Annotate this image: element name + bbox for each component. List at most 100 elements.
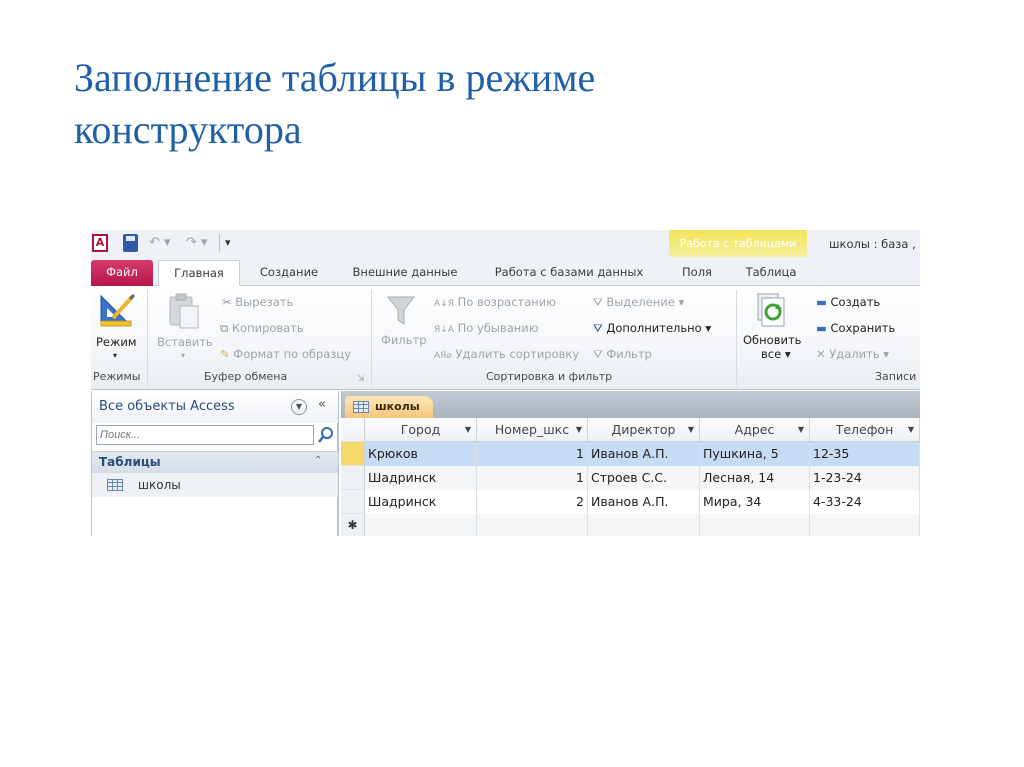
cell-nomer-shk[interactable]: 1	[477, 466, 588, 490]
copy-button[interactable]: ⧉ Копировать	[220, 320, 304, 336]
filter-button[interactable]: Фильтр	[381, 333, 427, 347]
nav-search-input[interactable]	[96, 425, 314, 445]
cell-adres[interactable]: Мира, 34	[700, 490, 810, 514]
table-row[interactable]: Шадринск 1 Строев С.С. Лесная, 14 1-23-2…	[341, 466, 920, 490]
nav-pane-collapse-icon[interactable]: «	[318, 397, 326, 412]
cell-adres-new[interactable]	[700, 514, 810, 536]
delete-x-icon: ✕	[816, 347, 826, 361]
cell-gorod[interactable]: Крюков	[365, 442, 477, 466]
column-header-direktor[interactable]: Директор ▼	[588, 418, 700, 442]
record-selector-current[interactable]	[341, 442, 365, 466]
cell-nomer-shk[interactable]: 2	[477, 490, 588, 514]
cell-nomer-shk-new[interactable]	[477, 514, 588, 536]
column-header-label: Директор	[611, 422, 676, 437]
mode-button[interactable]: Режим	[96, 335, 137, 349]
sort-descending-button[interactable]: Я↓А По убыванию	[434, 320, 538, 338]
document-tab-shkoly[interactable]: школы	[345, 396, 433, 418]
tab-external-data[interactable]: Внешние данные	[352, 265, 458, 279]
selection-filter-icon: ⛛	[593, 295, 603, 309]
remove-sort-button[interactable]: АЯ⌀ Удалить сортировку	[434, 346, 579, 364]
undo-icon[interactable]: ↶ ▾	[149, 235, 171, 250]
nav-pane-title[interactable]: Все объекты Access	[99, 399, 235, 414]
advanced-filter-button[interactable]: ⛛ Дополнительно ▾	[593, 320, 711, 336]
redo-icon[interactable]: ↷ ▾	[186, 235, 208, 250]
tab-create[interactable]: Создание	[259, 265, 319, 279]
selection-filter-button[interactable]: ⛛ Выделение ▾	[593, 294, 684, 310]
cell-gorod-new[interactable]	[365, 514, 477, 536]
cell-adres[interactable]: Пушкина, 5	[700, 442, 810, 466]
record-selector[interactable]	[341, 490, 365, 514]
refresh-all-dropdown[interactable]: все ▾	[761, 347, 791, 361]
new-record-marker-icon[interactable]: ✱	[341, 514, 365, 536]
paste-button[interactable]: Вставить	[157, 335, 213, 349]
nav-pane-dropdown-icon[interactable]: ▼	[291, 399, 307, 415]
table-row[interactable]: Шадринск 2 Иванов А.П. Мира, 34 4-33-24	[341, 490, 920, 514]
column-header-nomer-shk[interactable]: Номер_шкс▼	[477, 418, 588, 442]
column-dropdown-icon[interactable]: ▼	[797, 425, 804, 434]
refresh-all-button[interactable]: Обновить	[743, 333, 802, 347]
sort-ascending-icon: А↓Я	[434, 299, 454, 309]
cell-telefon[interactable]: 4-33-24	[810, 490, 920, 514]
tab-table[interactable]: Таблица	[745, 265, 797, 279]
column-header-adres[interactable]: Адрес▼	[700, 418, 810, 442]
new-record-row[interactable]: ✱	[341, 514, 920, 536]
save-icon[interactable]	[123, 234, 138, 252]
ribbon-tabs: Файл Главная Создание Внешние данные Раб…	[91, 257, 920, 287]
column-header-gorod[interactable]: Город ▼	[365, 418, 477, 442]
access-app-icon[interactable]: A	[92, 234, 108, 252]
search-icon[interactable]	[318, 426, 334, 444]
tab-fields[interactable]: Поля	[682, 265, 712, 279]
cell-direktor[interactable]: Иванов А.П.	[588, 442, 700, 466]
column-header-telefon[interactable]: Телефон ▼	[810, 418, 920, 442]
cell-nomer-shk[interactable]: 1	[477, 442, 588, 466]
nav-group-label: Таблицы	[99, 455, 161, 469]
copy-label: Копировать	[231, 321, 304, 335]
document-tab-label: школы	[375, 400, 420, 413]
table-row[interactable]: Крюков 1 Иванов А.П. Пушкина, 5 12-35	[341, 442, 920, 466]
table-icon	[107, 479, 123, 491]
cell-telefon[interactable]: 12-35	[810, 442, 920, 466]
cell-direktor[interactable]: Строев С.С.	[588, 466, 700, 490]
column-dropdown-icon[interactable]: ▼	[575, 425, 582, 434]
toggle-filter-button[interactable]: ⛛ Фильтр	[593, 346, 652, 362]
nav-item-table-shkoly[interactable]: школы	[92, 473, 338, 497]
paste-dropdown-arrow[interactable]: ▾	[181, 351, 186, 360]
column-header-label: Телефон	[835, 422, 894, 437]
sort-ascending-button[interactable]: А↓Я По возрастанию	[434, 294, 556, 312]
table-icon	[353, 401, 369, 413]
column-dropdown-icon[interactable]: ▼	[464, 425, 471, 434]
nav-group-tables[interactable]: Таблицы ⌃	[92, 451, 338, 473]
record-selector[interactable]	[341, 466, 365, 490]
cut-button[interactable]: ✂ Вырезать	[222, 294, 293, 310]
slide-title-line-1: Заполнение таблицы в режиме	[74, 55, 596, 100]
cell-telefon-new[interactable]	[810, 514, 920, 536]
cell-gorod[interactable]: Шадринск	[365, 490, 477, 514]
contextual-tab-group-label: Работа с таблицами	[679, 237, 797, 250]
cell-direktor-new[interactable]	[588, 514, 700, 536]
select-all-corner[interactable]	[341, 418, 365, 442]
format-painter-label: Формат по образцу	[233, 347, 352, 361]
cell-telefon[interactable]: 1-23-24	[810, 466, 920, 490]
save-record-button[interactable]: ▬ Сохранить	[816, 320, 895, 336]
tab-file[interactable]: Файл	[91, 260, 153, 286]
column-dropdown-icon[interactable]: ▼	[687, 425, 694, 434]
toggle-filter-icon: ⛛	[593, 347, 603, 361]
window-title: школы : база ,	[829, 237, 916, 251]
refresh-all-icon	[757, 293, 785, 327]
cell-adres[interactable]: Лесная, 14	[700, 466, 810, 490]
group-separator	[736, 290, 737, 386]
clipboard-dialog-launcher[interactable]: ⇲	[357, 374, 365, 384]
customize-qat-icon[interactable]: ▾	[225, 236, 231, 249]
format-painter-button[interactable]: ✎ Формат по образцу	[220, 346, 351, 362]
delete-record-button[interactable]: ✕ Удалить ▾	[816, 346, 889, 362]
slide-title: Заполнение таблицы в режиме конструктора	[74, 52, 774, 156]
tab-home[interactable]: Главная	[158, 260, 240, 287]
mode-dropdown-arrow[interactable]: ▾	[113, 351, 118, 360]
new-record-button[interactable]: ▬ Создать	[816, 294, 880, 310]
cell-direktor[interactable]: Иванов А.П.	[588, 490, 700, 514]
collapse-group-icon[interactable]: ⌃	[314, 455, 323, 466]
tab-database-tools[interactable]: Работа с базами данных	[494, 265, 644, 279]
column-header-label: Город	[400, 422, 441, 437]
cell-gorod[interactable]: Шадринск	[365, 466, 477, 490]
column-dropdown-icon[interactable]: ▼	[907, 425, 914, 434]
